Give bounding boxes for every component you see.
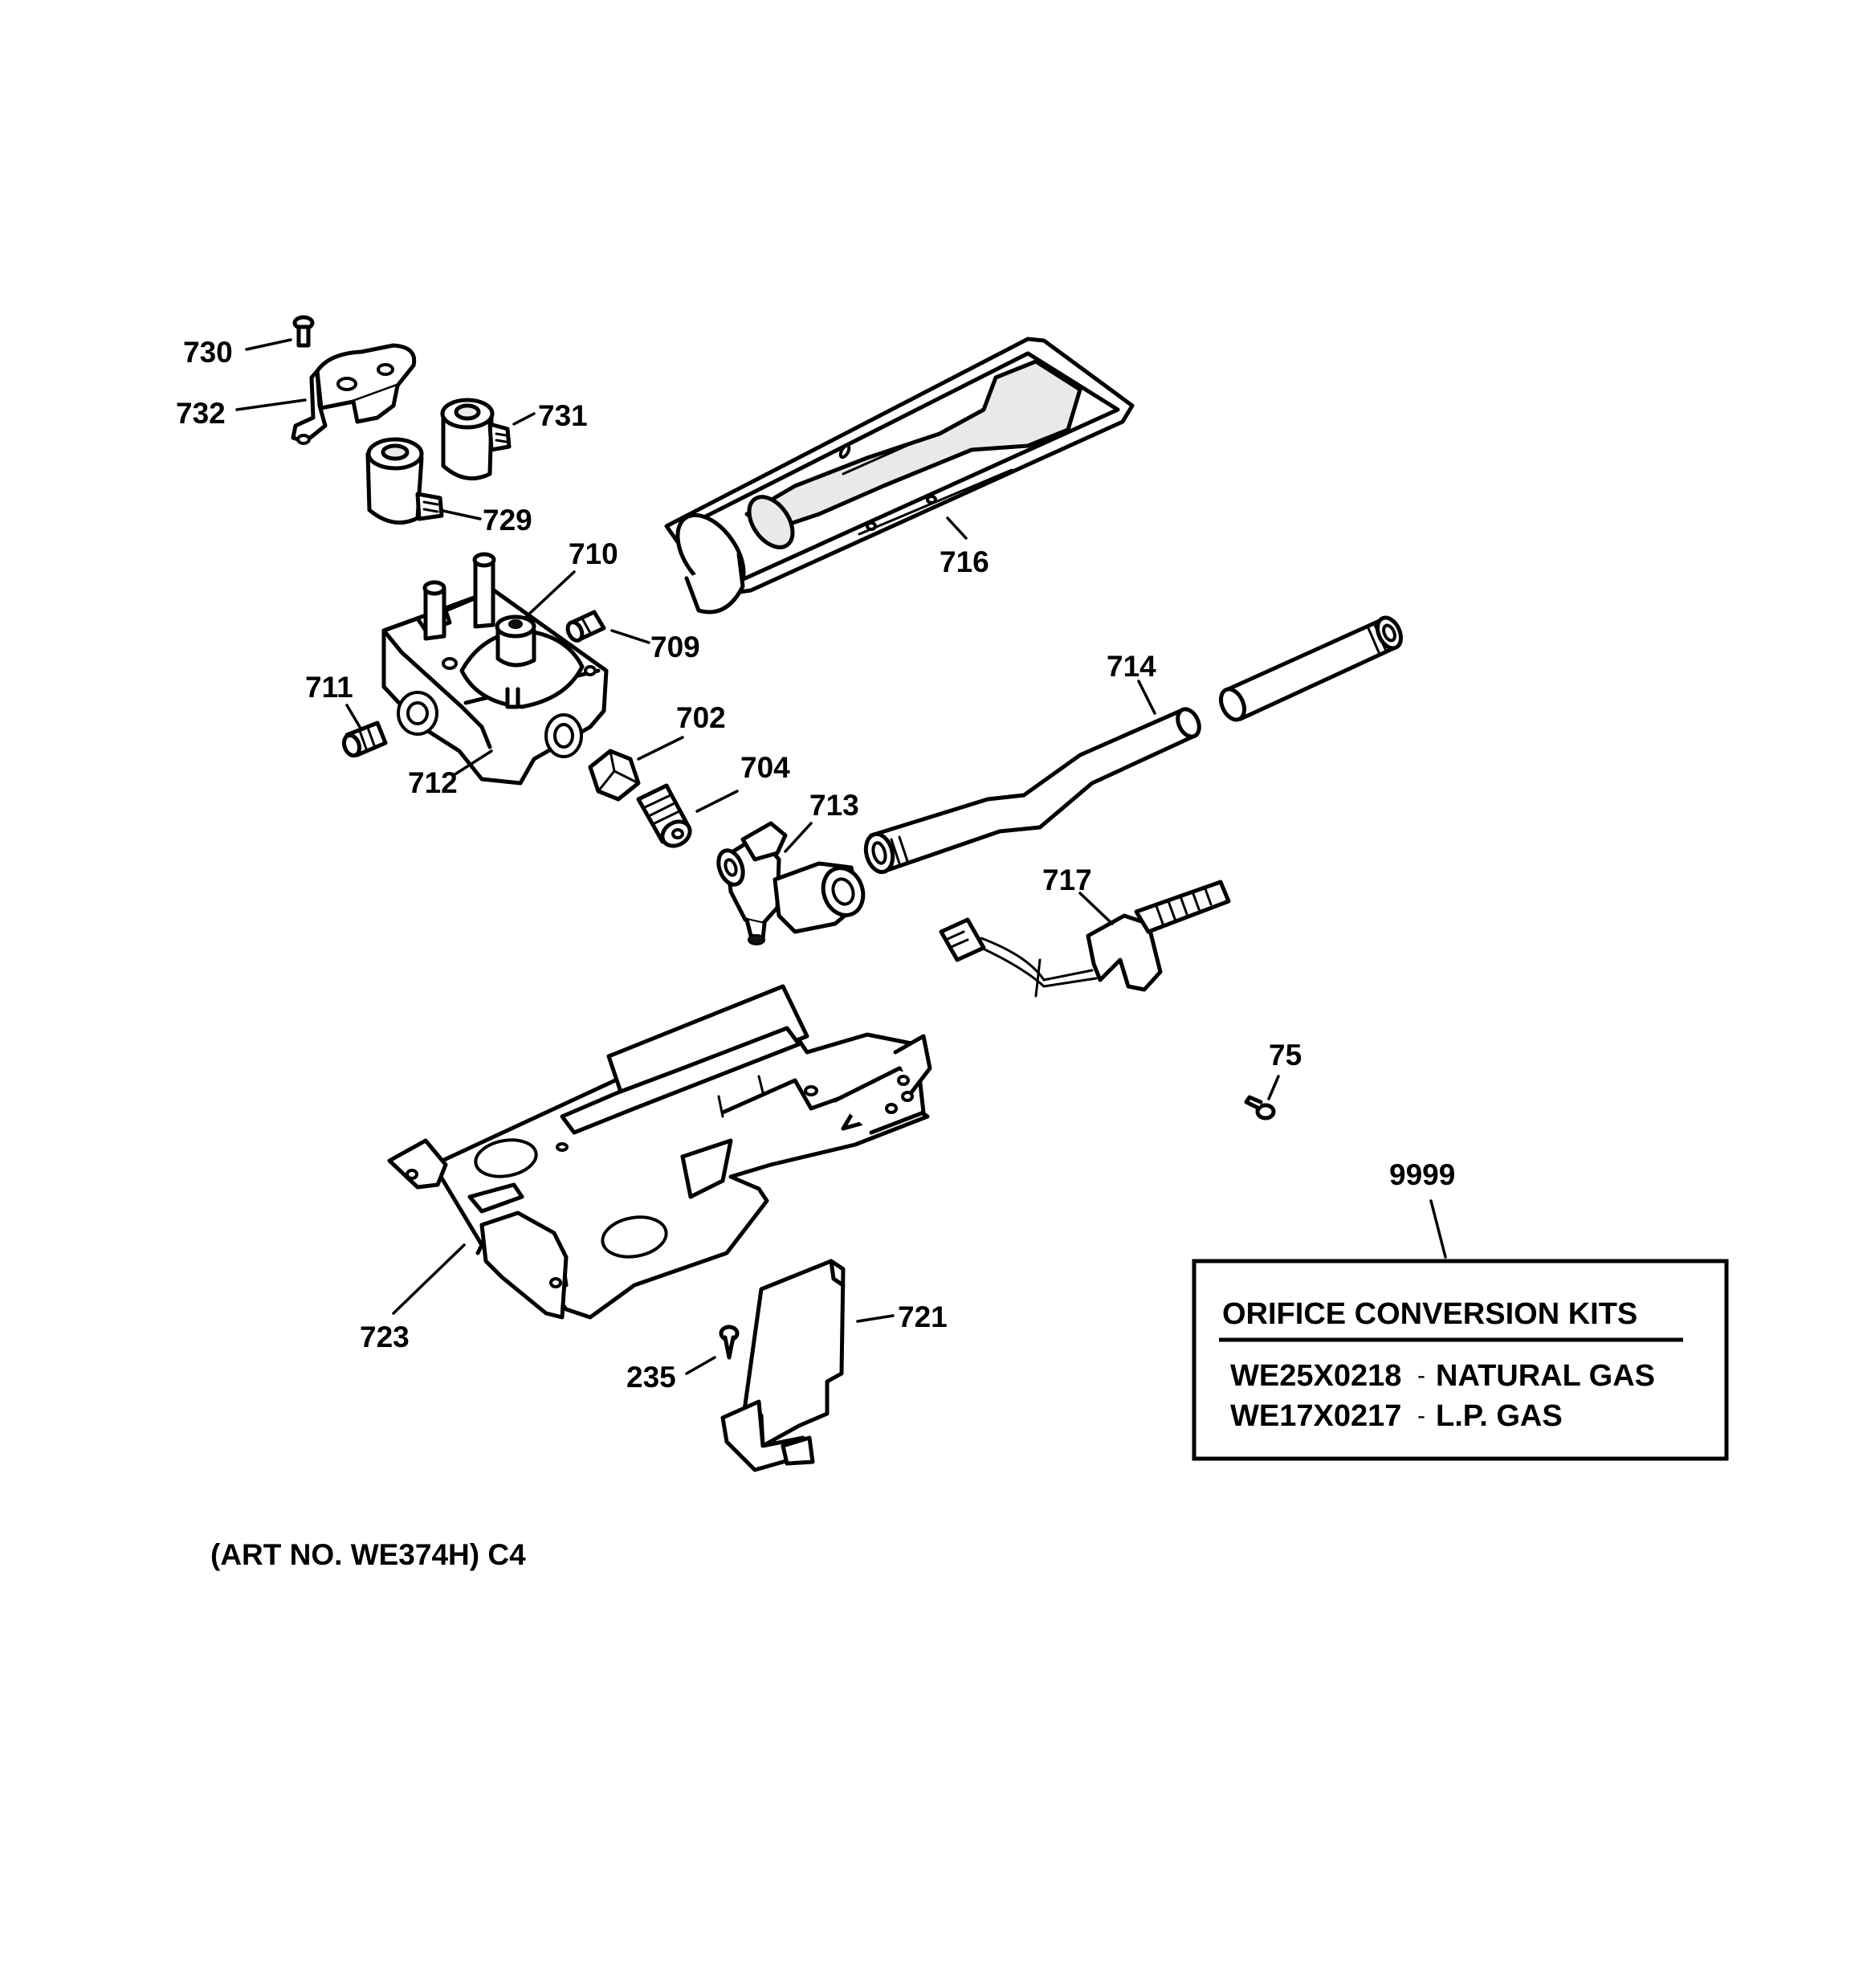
leader-730 <box>245 338 292 351</box>
part-729-coil[interactable] <box>365 437 444 525</box>
leader-714 <box>1137 680 1156 715</box>
leader-709 <box>610 629 650 644</box>
part-721-shield[interactable] <box>720 1259 846 1472</box>
part-711-plug[interactable] <box>341 720 388 758</box>
part-75-screw[interactable] <box>1244 1095 1276 1121</box>
kit-row-natural-gas-desc: NATURAL GAS <box>1436 1359 1655 1393</box>
kit-row-natural-gas-sep: - <box>1417 1362 1425 1389</box>
label-731[interactable]: 731 <box>538 399 588 432</box>
part-714-pipe-short[interactable] <box>862 706 1203 876</box>
label-721[interactable]: 721 <box>898 1300 948 1333</box>
label-9999[interactable]: 9999 <box>1389 1158 1455 1191</box>
leader-717 <box>1078 892 1114 925</box>
leader-702 <box>637 736 684 761</box>
part-717-igniter[interactable] <box>939 880 1231 998</box>
leader-710 <box>524 570 576 618</box>
label-713[interactable]: 713 <box>809 789 859 822</box>
label-723[interactable]: 723 <box>360 1321 410 1353</box>
label-75[interactable]: 75 <box>1269 1039 1302 1072</box>
kit-row-lp-gas-part: WE17X0217 <box>1230 1399 1401 1433</box>
kit-row-lp-gas-sep: - <box>1417 1402 1425 1429</box>
part-713-valve[interactable] <box>714 821 869 945</box>
leader-723 <box>392 1243 466 1315</box>
part-709-fitting[interactable] <box>565 610 606 643</box>
leader-729 <box>442 509 482 520</box>
leader-731 <box>512 412 536 426</box>
part-716-burner[interactable] <box>664 337 1135 614</box>
leader-712 <box>452 749 493 777</box>
part-702-nut[interactable] <box>588 749 641 802</box>
part-235-screw[interactable] <box>719 1325 740 1360</box>
label-710[interactable]: 710 <box>569 537 618 570</box>
label-704[interactable]: 704 <box>740 751 790 784</box>
orifice-kit-box: ORIFICE CONVERSION KITS WE25X0218 - NATU… <box>1192 1259 1729 1461</box>
label-716[interactable]: 716 <box>940 545 989 578</box>
kit-row-lp-gas-desc: L.P. GAS <box>1436 1399 1563 1433</box>
art-number: (ART NO. WE374H) C4 <box>210 1538 526 1571</box>
part-730-screw[interactable] <box>292 315 315 348</box>
part-714-pipe-long[interactable] <box>1217 614 1405 723</box>
leader-721 <box>856 1314 895 1323</box>
leader-716 <box>946 516 968 540</box>
label-717[interactable]: 717 <box>1042 863 1092 896</box>
label-712[interactable]: 712 <box>408 766 458 799</box>
part-704-orifice[interactable] <box>636 783 695 851</box>
leader-704 <box>695 790 739 813</box>
label-711[interactable]: 711 <box>305 671 353 704</box>
part-710-regulator[interactable] <box>422 552 597 709</box>
leader-9999 <box>1429 1199 1447 1259</box>
label-732[interactable]: 732 <box>176 397 226 430</box>
label-709[interactable]: 709 <box>650 631 700 663</box>
kit-row-natural-gas-part: WE25X0218 <box>1230 1359 1401 1393</box>
label-714[interactable]: 714 <box>1107 650 1156 683</box>
leader-235 <box>685 1356 716 1375</box>
kit-box-title: ORIFICE CONVERSION KITS <box>1222 1297 1637 1331</box>
label-730[interactable]: 730 <box>183 336 233 369</box>
label-702[interactable]: 702 <box>676 701 726 734</box>
part-732-bracket[interactable] <box>291 343 417 445</box>
label-235[interactable]: 235 <box>626 1361 676 1394</box>
leader-732 <box>235 398 307 411</box>
leader-75 <box>1267 1075 1280 1100</box>
leader-711 <box>345 704 361 729</box>
part-731-coil[interactable] <box>440 398 512 481</box>
part-723-mounting-plate[interactable] <box>387 984 932 1320</box>
leader-713 <box>784 822 813 853</box>
label-729[interactable]: 729 <box>483 504 532 537</box>
